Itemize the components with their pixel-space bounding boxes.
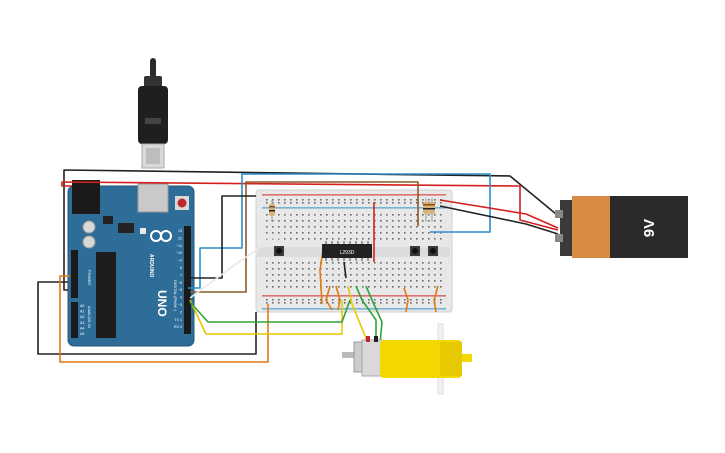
digital-pin-label: 2 [180, 310, 182, 314]
wire-blue-top[interactable] [188, 173, 491, 289]
usb-port[interactable] [137, 183, 169, 213]
digital-pin-label: TX 1 [174, 318, 182, 322]
wire-yellow[interactable] [189, 299, 343, 335]
arduino-model: UNO [155, 290, 169, 317]
wire-green-3[interactable] [365, 285, 383, 345]
digital-pin-label: RX 0 [174, 325, 182, 329]
wire-black-mid[interactable] [190, 195, 256, 279]
digital-pin-label: 12 [178, 236, 182, 240]
wire-orange-3[interactable] [335, 285, 341, 311]
analog-header[interactable] [71, 302, 78, 338]
digital-label: DIGITAL (PWM~) [173, 280, 178, 312]
resistor-2[interactable] [423, 198, 429, 222]
analog-pin-label: A5 [80, 332, 84, 336]
digital-pin-label: 4 [180, 296, 182, 300]
chip-label: L293D [340, 250, 355, 256]
pushbuttons [274, 246, 438, 256]
digital-pin-label: 7 [180, 273, 182, 277]
wire-orange[interactable] [59, 275, 269, 363]
resistor-1[interactable] [269, 200, 275, 222]
wire-black-short[interactable] [343, 261, 347, 279]
digital-pin-label: ~3 [178, 303, 182, 307]
resistor-3[interactable] [429, 198, 435, 222]
digital-pin-label: 8 [180, 266, 182, 270]
wire-white[interactable] [189, 245, 263, 299]
dc-motor[interactable] [342, 323, 472, 395]
analog-label: ANALOG IN [87, 306, 92, 328]
arduino-brand: ARDUINO [148, 254, 154, 277]
wire-red-bat[interactable] [439, 199, 559, 229]
pushbutton-1[interactable] [274, 246, 284, 256]
reset-button[interactable] [177, 198, 187, 208]
digital-pin-label: 13 [178, 229, 182, 233]
analog-pin-label: A1 [80, 310, 84, 314]
microcontroller-chip [96, 252, 116, 338]
wire-black-bat[interactable] [439, 205, 559, 235]
wire-red-top[interactable] [61, 181, 559, 231]
battery-label: 9V [641, 219, 658, 237]
digital-pin-label: ~5 [178, 288, 182, 292]
pushbutton-3[interactable] [428, 246, 438, 256]
resistors [269, 198, 435, 222]
power-jack[interactable] [72, 180, 100, 214]
wire-orange-2[interactable] [325, 285, 333, 311]
digital-pin-label: ~6 [178, 281, 182, 285]
digital-pin-label: ~10 [176, 251, 182, 255]
wire-black-top[interactable] [63, 169, 557, 291]
digital-pin-labels: 13 12 ~11 ~10 ~9 8 7 ~6 ~5 4 ~3 2 TX 1 RX 0 [174, 229, 182, 329]
battery-9v[interactable]: 9V [555, 196, 688, 258]
digital-pin-label: ~11 [176, 244, 182, 248]
arduino-board[interactable]: ARDUINO UNO DIGITAL (PWM~) POWER ANALOG … [67, 180, 195, 347]
wire-green[interactable] [189, 299, 351, 323]
usb-cable[interactable] [138, 58, 168, 169]
wire-black-loop[interactable] [37, 281, 257, 355]
wires [37, 169, 559, 363]
power-header[interactable] [71, 250, 78, 298]
wire-green-2[interactable] [355, 285, 377, 346]
digital-header[interactable] [184, 226, 191, 334]
pushbutton-2[interactable] [410, 246, 420, 256]
analog-pin-label: A4 [80, 326, 84, 330]
analog-pin-label: A3 [80, 321, 84, 325]
analog-pin-label: A0 [80, 304, 84, 308]
analog-pin-label: A2 [80, 315, 84, 319]
wire-orange-5[interactable] [433, 285, 439, 313]
arduino-logo [150, 230, 172, 242]
wire-brown[interactable] [190, 181, 419, 293]
wire-orange-4[interactable] [403, 287, 409, 313]
l293d-chip[interactable]: L293D [322, 241, 372, 261]
power-label: POWER [87, 270, 92, 285]
digital-pin-label: ~9 [178, 259, 182, 263]
